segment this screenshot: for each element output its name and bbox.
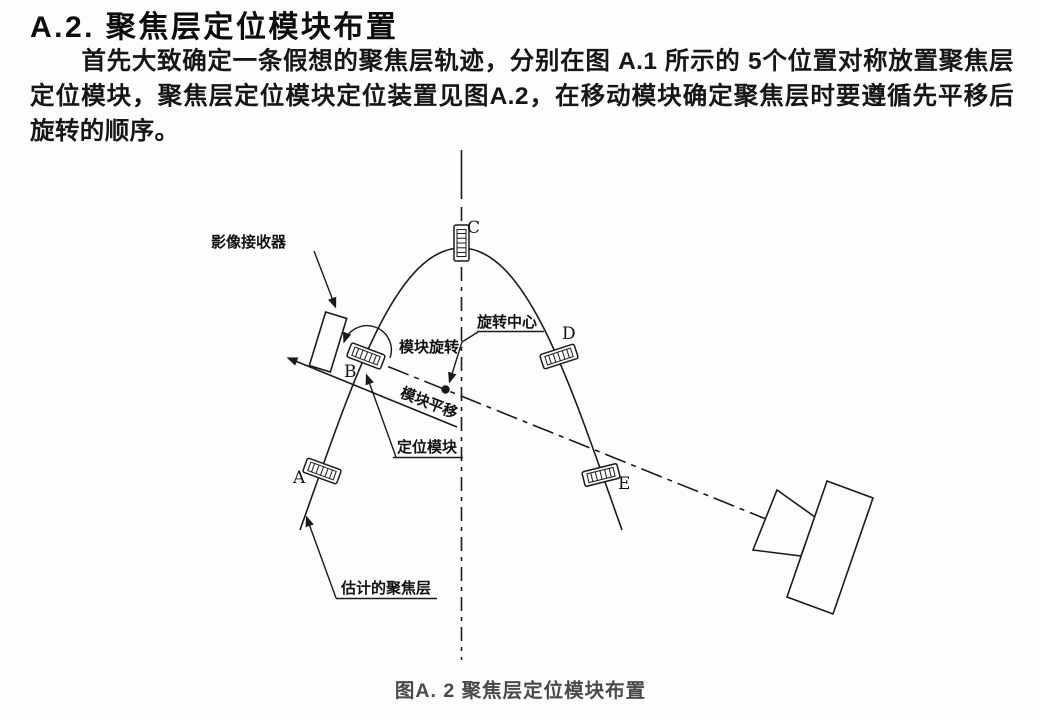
- module-E: [580, 462, 622, 488]
- xray-tube-body: [785, 479, 875, 616]
- label-module-rotation: 模块旋转: [399, 338, 459, 356]
- letter-D: D: [562, 324, 576, 344]
- letter-E: E: [618, 474, 630, 494]
- central-ray-line: [351, 351, 767, 520]
- leader-estimated-focal-layer: [305, 515, 337, 599]
- module-A: [301, 457, 343, 485]
- leader-positioning-module: [365, 373, 397, 458]
- label-module-translation: 模块平移: [398, 384, 460, 423]
- rotation-arc: [342, 325, 393, 359]
- letter-A: A: [292, 468, 306, 488]
- rotation-center-dot: [441, 385, 450, 394]
- body-paragraph: 首先大致确定一条假想的聚焦层轨迹，分别在图 A.1 所示的 5个位置对称放置聚焦…: [30, 48, 1014, 145]
- leader-image-receiver: [313, 250, 337, 309]
- letter-B: B: [344, 362, 357, 382]
- figure-caption: 图A. 2 聚焦层定位模块布置: [394, 680, 647, 702]
- module-D: [538, 343, 580, 370]
- label-estimated-focal-layer: 估计的聚焦层: [340, 579, 431, 597]
- label-rotation-center: 旋转中心: [476, 313, 537, 331]
- letter-C: C: [467, 218, 480, 238]
- image-receiver-rect: [308, 311, 348, 373]
- label-image-receiver: 影像接收器: [211, 233, 287, 251]
- section-heading: A.2. 聚焦层定位模块布置: [30, 11, 399, 44]
- leader-rotation-center: [448, 331, 479, 384]
- label-positioning-module: 定位模块: [397, 438, 458, 456]
